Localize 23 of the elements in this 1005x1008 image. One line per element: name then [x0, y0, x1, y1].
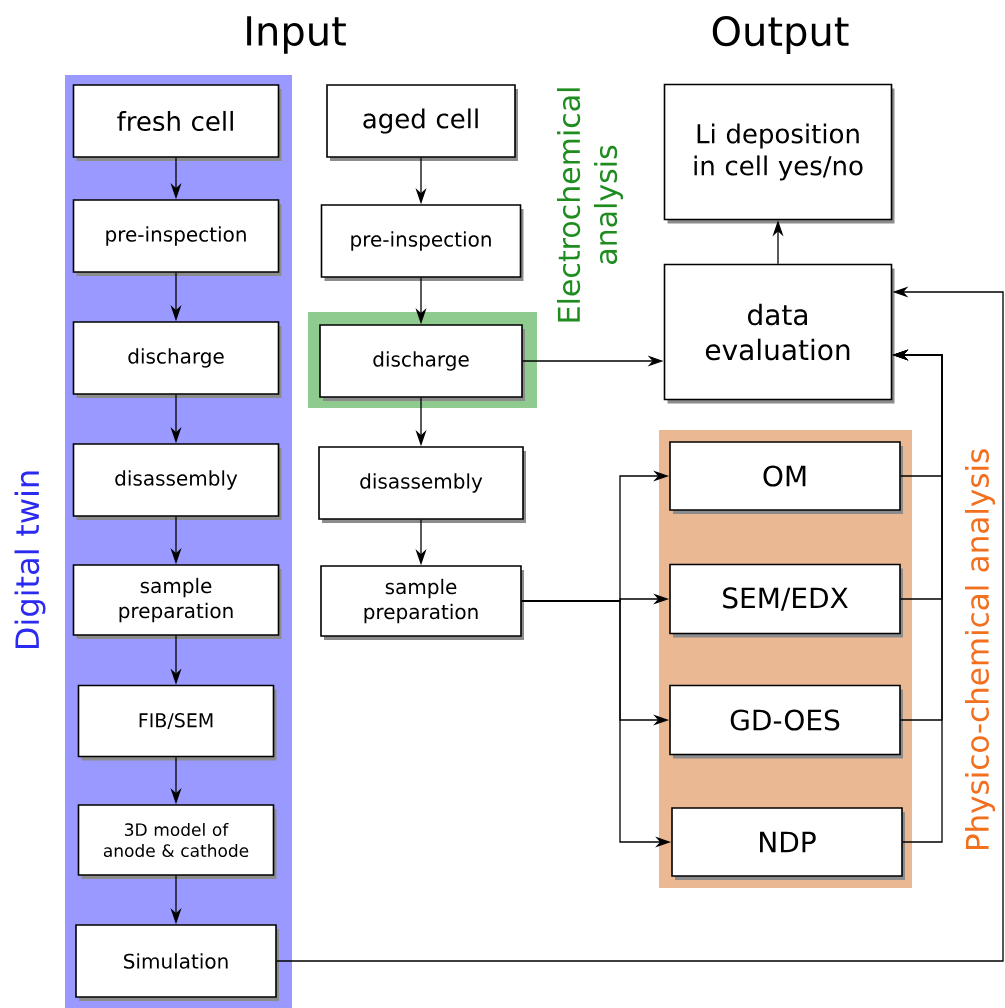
- process-box: aged cell: [326, 84, 518, 161]
- process-box: SEM/EDX: [669, 563, 903, 638]
- group-label: Digital twin: [14, 471, 46, 649]
- process-box: discharge: [319, 324, 525, 401]
- process-box: pre-inspection: [320, 204, 524, 281]
- process-box: discharge: [72, 321, 282, 398]
- group-label: Electrochemical analysis: [557, 88, 623, 322]
- process-box: 3D model of anode & cathode: [77, 804, 277, 879]
- process-box: FIB/SEM: [77, 684, 277, 761]
- process-box: sample preparation: [72, 564, 282, 639]
- process-box: GD-OES: [669, 684, 903, 759]
- column-heading: Input: [247, 16, 346, 54]
- process-box: disassembly: [72, 443, 282, 520]
- group-label: Physico-chemical analysis: [965, 449, 995, 850]
- process-box: sample preparation: [320, 565, 524, 640]
- process-box: fresh cell: [72, 84, 282, 161]
- process-box: OM: [669, 441, 903, 514]
- process-box: data evaluation: [663, 263, 895, 404]
- process-box: Simulation: [75, 924, 279, 1001]
- process-box: disassembly: [318, 446, 526, 523]
- process-box: Li deposition in cell yes/no: [663, 83, 895, 224]
- process-box: NDP: [671, 807, 905, 880]
- process-box: pre-inspection: [72, 199, 282, 276]
